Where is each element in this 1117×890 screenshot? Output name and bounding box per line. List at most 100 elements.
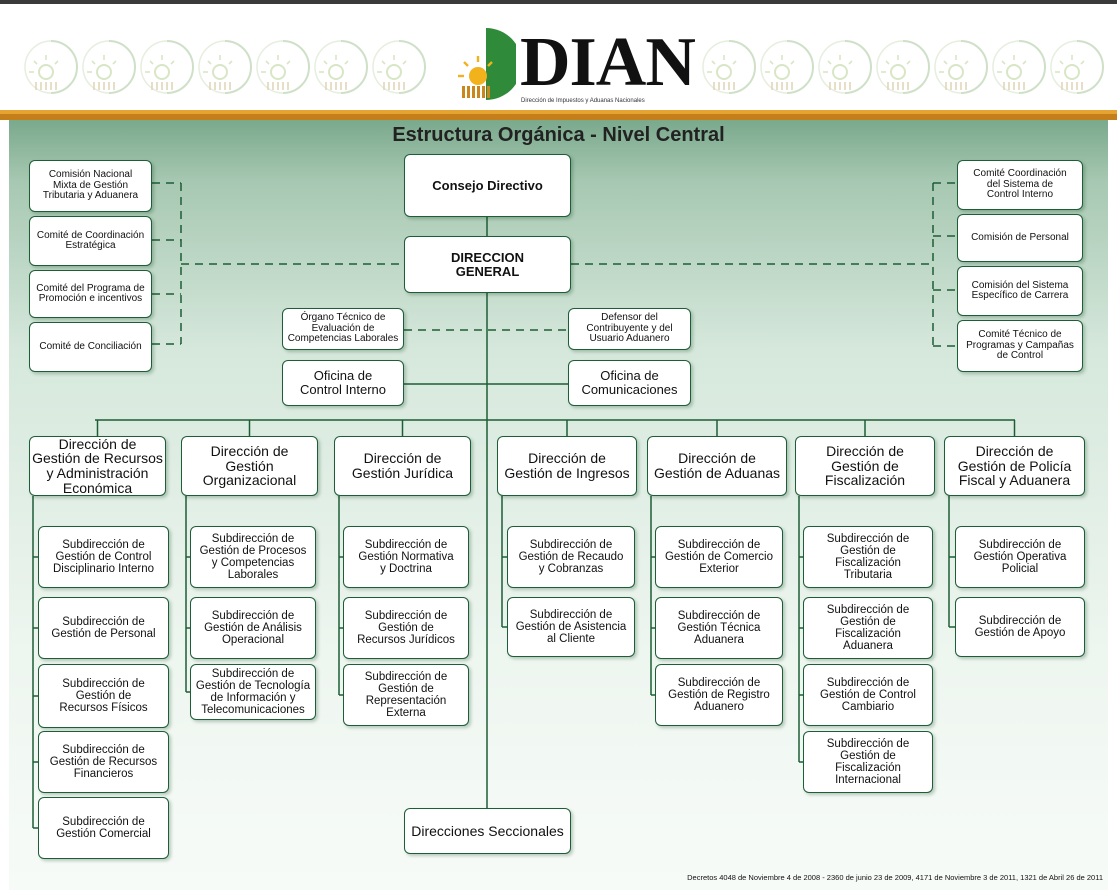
dian-logo-icon xyxy=(458,28,516,100)
label-line: de Información y xyxy=(210,692,296,704)
label-line: Subdirección de xyxy=(62,677,145,690)
label-line: Competencias Laborales xyxy=(287,333,399,345)
label-line: Usuario Aduanero xyxy=(589,333,670,345)
label-line: Fiscalización xyxy=(835,557,901,569)
label-line: Gestión de Registro xyxy=(668,688,770,701)
direcciones-seccionales[interactable]: Direcciones Seccionales xyxy=(404,808,571,854)
label-line: Exterior xyxy=(699,563,739,576)
label-line: y Administración xyxy=(46,465,149,481)
label-line: Dirección de xyxy=(528,450,606,467)
label-line: Comité de Conciliación xyxy=(39,340,142,352)
label-line: Comisión de Personal xyxy=(971,231,1069,243)
label-line: Operacional xyxy=(221,634,284,647)
label-line: Direcciones Seccionales xyxy=(411,822,564,839)
label-line: Fiscal y Aduanera xyxy=(958,472,1071,489)
label-line: Telecomunicaciones xyxy=(201,704,305,717)
label-line: Recursos Jurídicos xyxy=(357,634,455,647)
label-line: Aduanero xyxy=(694,701,744,714)
label-line: Dirección de xyxy=(678,450,756,467)
label-line: Aduanera xyxy=(843,640,893,653)
label-line: Gestión Jurídica xyxy=(351,465,454,481)
consejo-directivo[interactable]: Consejo Directivo xyxy=(404,154,571,217)
label-line: Oficina de xyxy=(313,368,373,384)
label-line: Promoción e incentivos xyxy=(38,293,143,304)
label-line: Laborales xyxy=(227,569,279,582)
label-line: Gestión Operativa xyxy=(973,550,1067,563)
label-line: Gestión de Ingresos xyxy=(504,465,630,481)
label-line: Gestión de Recaudo xyxy=(518,550,624,563)
label-line: Gestión de xyxy=(378,621,434,634)
label-line: Gestión Comercial xyxy=(56,828,151,840)
label-line: Fiscalización xyxy=(824,472,906,489)
label-line: Cambiario xyxy=(841,701,895,714)
label-line: Control Interno xyxy=(986,189,1054,201)
label-line: Gestión de Recursos xyxy=(32,450,163,467)
label-line: Evaluación de xyxy=(311,322,375,334)
logo-text: DIAN xyxy=(520,24,696,101)
label-line: Comisión del Sistema xyxy=(971,279,1069,291)
label-line: Subdirección de xyxy=(978,614,1062,627)
label-line: Gestión de xyxy=(840,615,896,628)
left-committee-4[interactable]: Comité de Conciliación xyxy=(29,322,152,372)
label-line: Gestión xyxy=(225,457,274,474)
label-line: Gestión de Comercio xyxy=(664,550,774,563)
label-line: Subdirección de xyxy=(826,532,910,545)
right-committee-2[interactable]: Comisión de Personal xyxy=(957,214,1083,262)
label-line: Control Interno xyxy=(300,382,386,397)
label-line: Subdirección de xyxy=(364,538,448,551)
